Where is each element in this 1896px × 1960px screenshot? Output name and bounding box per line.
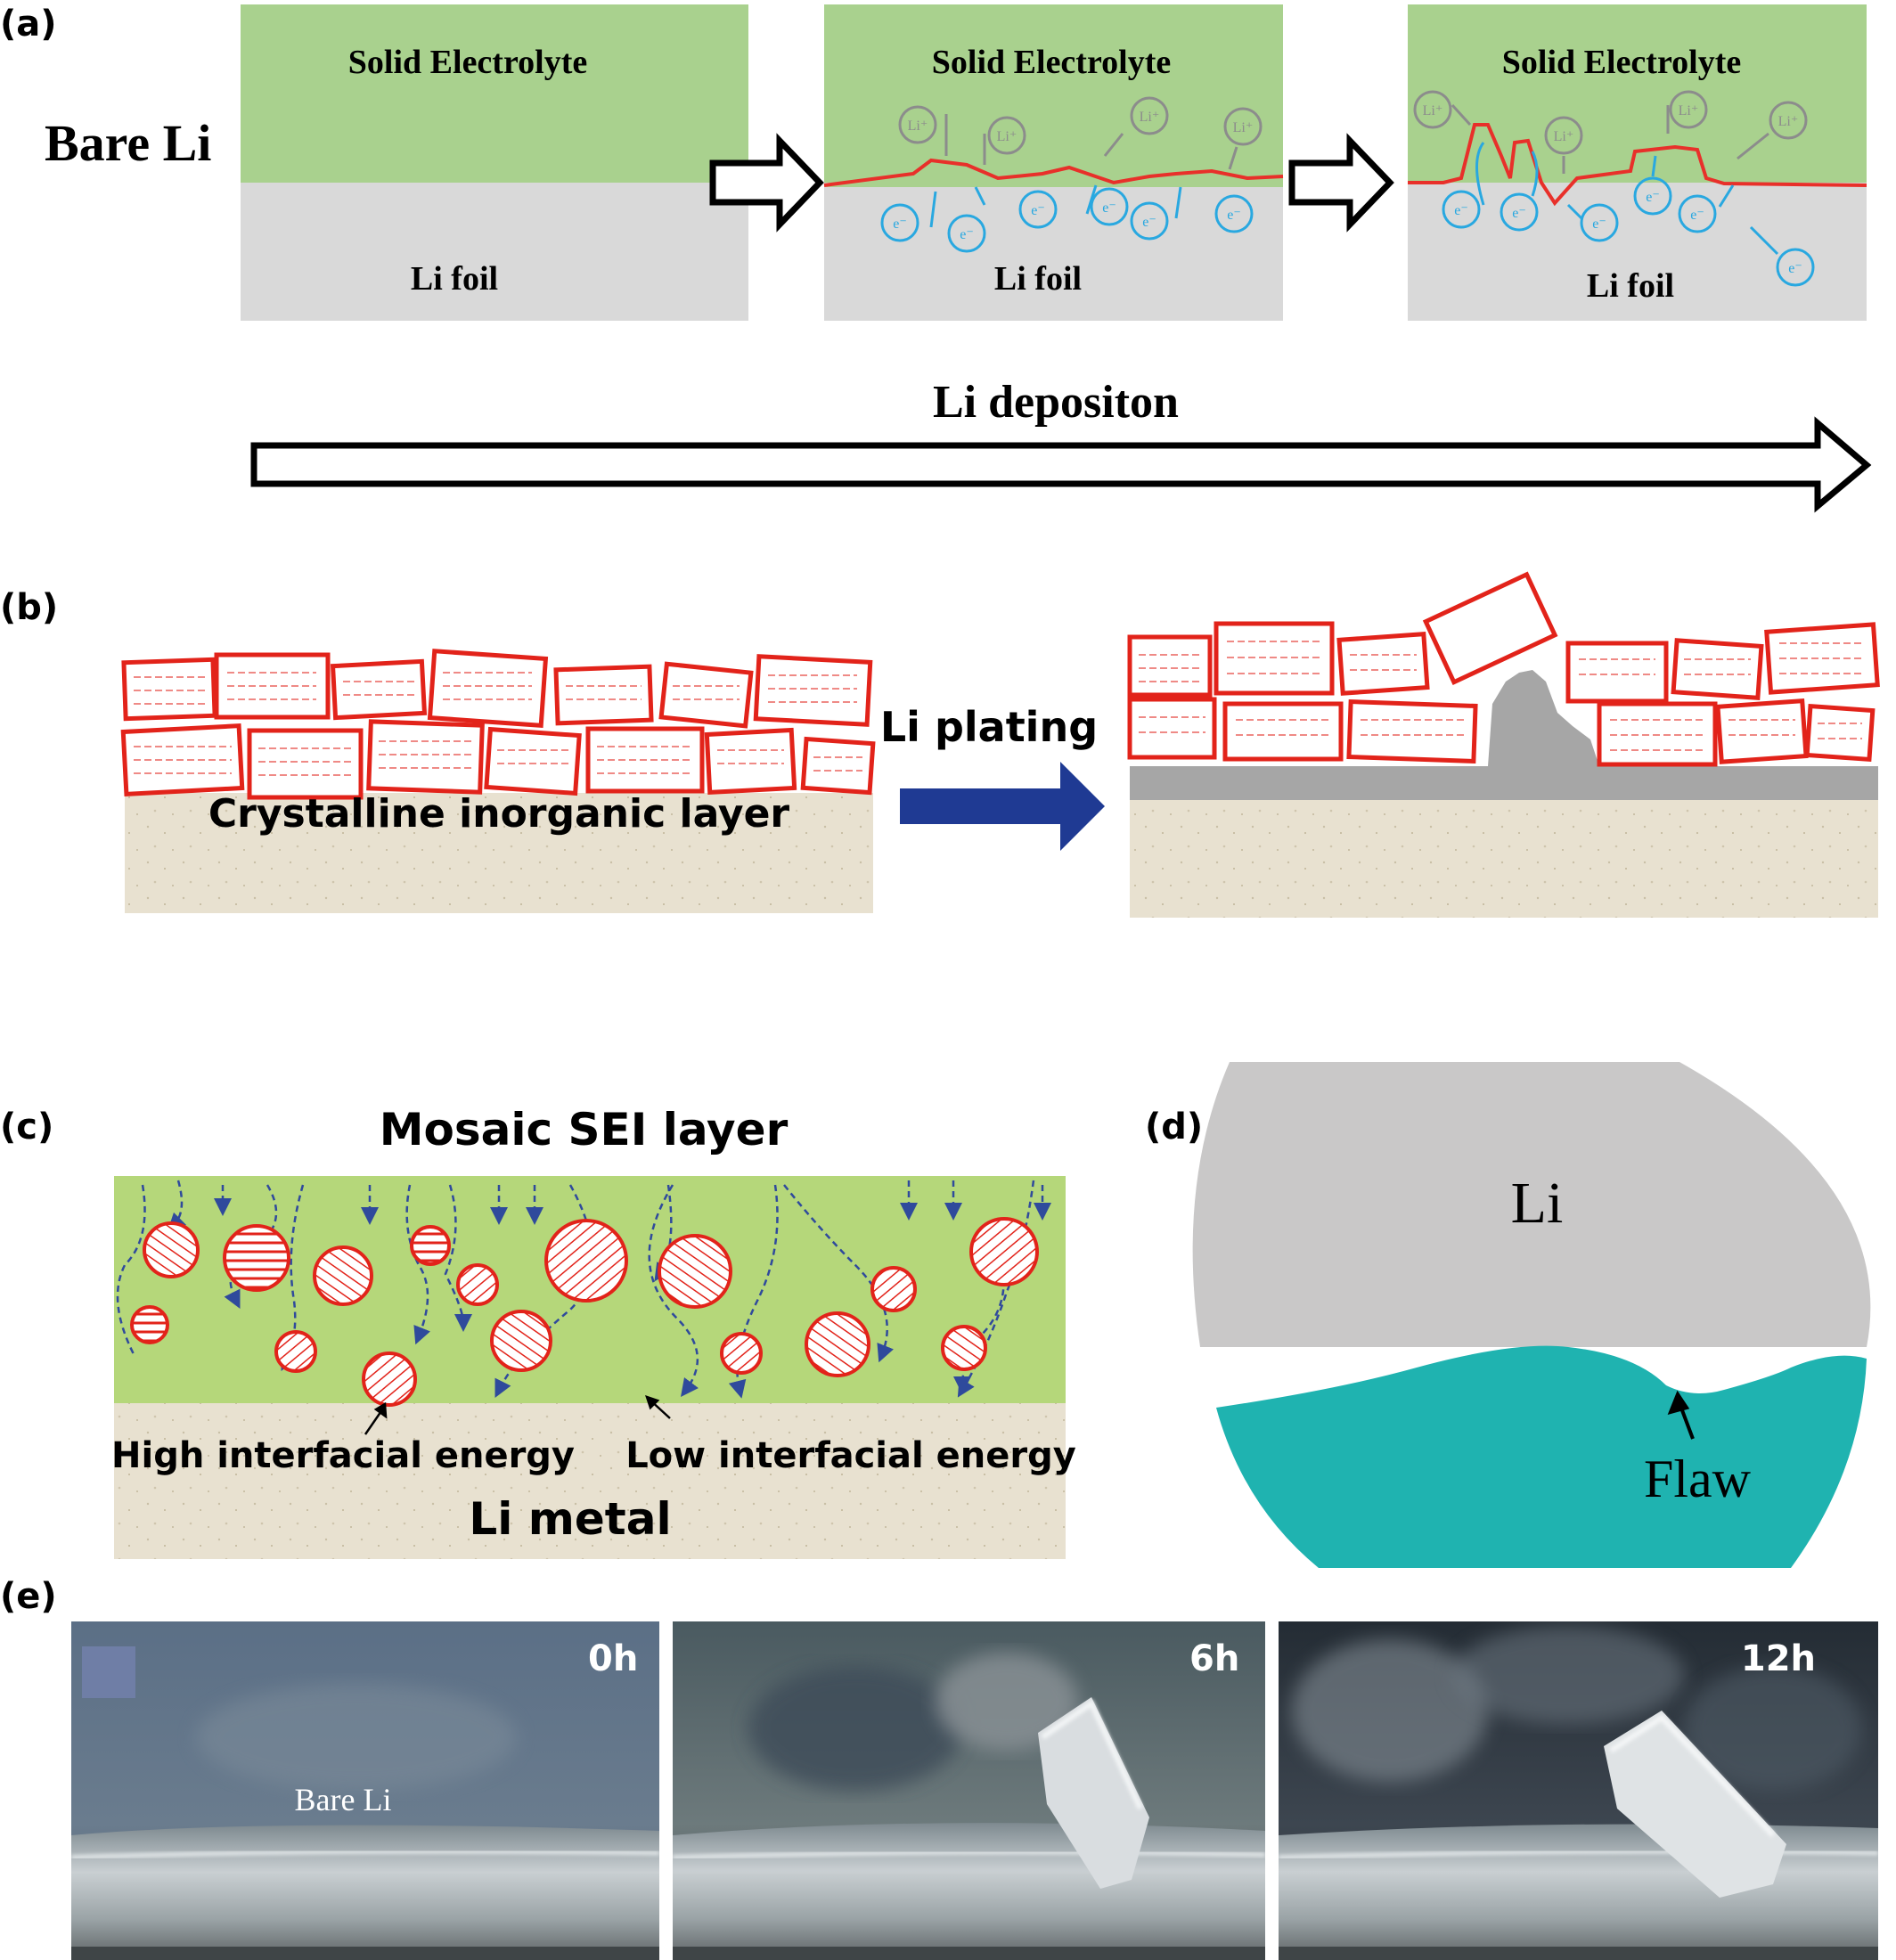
photo-0h: 0h Bare Li xyxy=(71,1621,659,1960)
sand-substrate-left xyxy=(125,793,873,913)
li-ion-label: Li⁺ xyxy=(908,118,928,134)
panel-c: (c) Mosaic SEI layer xyxy=(0,1104,1076,1559)
electron-label: e⁻ xyxy=(893,216,907,232)
li-label: Li xyxy=(1511,1171,1564,1236)
schematic-stage-3: Solid Electrolyte Li foil Li⁺ Li⁺ Li⁺ Li… xyxy=(1408,4,1867,321)
deposition-arrow xyxy=(250,416,1872,513)
electron-label: e⁻ xyxy=(1788,261,1802,276)
electron-label: e⁻ xyxy=(1031,203,1045,218)
panel-c-label: (c) xyxy=(0,1107,53,1147)
electron-label: e⁻ xyxy=(1454,203,1468,218)
panel-d: (d) Li Flaw xyxy=(1145,1062,1871,1568)
li-metal-label: Li metal xyxy=(469,1493,671,1545)
panel-e-label: (e) xyxy=(0,1576,57,1617)
electron-label: e⁻ xyxy=(1646,190,1660,205)
li-ion-label: Li⁺ xyxy=(997,129,1017,144)
li-ion-label: Li⁺ xyxy=(1554,129,1574,144)
flaw-pointer xyxy=(1667,1390,1695,1440)
foil-label-3: Li foil xyxy=(1587,267,1674,305)
crystalline-grains-right xyxy=(1127,571,1880,767)
mosaic-sei-title: Mosaic SEI layer xyxy=(380,1104,789,1156)
li-protrusion xyxy=(1488,670,1599,766)
bare-li-photo-caption: Bare Li xyxy=(295,1782,392,1817)
foil-label-2: Li foil xyxy=(994,260,1082,298)
li-plating-arrow xyxy=(900,762,1105,851)
li-ion-label: Li⁺ xyxy=(1778,114,1799,129)
stage-arrow-2 xyxy=(1288,133,1394,233)
electron-label: e⁻ xyxy=(1102,200,1116,216)
electron-label: e⁻ xyxy=(1592,216,1606,232)
photo-time-label: 12h xyxy=(1741,1638,1816,1679)
flaw-body xyxy=(1216,1345,1867,1568)
crystalline-grains-left xyxy=(120,649,876,800)
electrolyte-label-2: Solid Electrolyte xyxy=(932,44,1171,81)
plated-li-layer xyxy=(1130,766,1878,800)
li-ion-label: Li⁺ xyxy=(1679,103,1699,118)
li-body xyxy=(1192,1062,1871,1347)
bare-li-side-label: Bare Li xyxy=(45,114,211,172)
electrolyte-label-3: Solid Electrolyte xyxy=(1502,44,1741,81)
deposition-arrow-label: Li depositon xyxy=(933,377,1179,428)
high-energy-label: High interfacial energy xyxy=(111,1435,575,1476)
schematic-stage-1: Solid Electrolyte Li foil xyxy=(241,4,748,321)
photo-6h: 6h xyxy=(673,1621,1265,1960)
schematic-stage-2: Solid Electrolyte Li foil Li⁺ Li⁺ Li⁺ Li… xyxy=(823,4,1284,321)
panel-d-label: (d) xyxy=(1145,1107,1203,1147)
panel-a-label: (a) xyxy=(0,4,57,45)
low-energy-label: Low interfacial energy xyxy=(625,1435,1076,1476)
electron-label: e⁻ xyxy=(960,227,974,242)
panel-b-label: (b) xyxy=(0,587,58,628)
photo-time-label: 6h xyxy=(1189,1638,1239,1679)
photo-12h: 12h xyxy=(1279,1621,1878,1960)
li-metal-substrate xyxy=(114,1403,1066,1559)
interface-line-2 xyxy=(823,158,1284,187)
electron-label: e⁻ xyxy=(1512,206,1526,221)
electrolyte-label-1: Solid Electrolyte xyxy=(348,44,587,81)
electron-label: e⁻ xyxy=(1142,215,1156,230)
li-ion-label: Li⁺ xyxy=(1423,103,1443,118)
li-plating-label: Li plating xyxy=(880,703,1098,751)
panel-b: (b) xyxy=(0,571,1880,918)
grain-lattice-lines xyxy=(134,672,862,776)
flaw-label: Flaw xyxy=(1644,1450,1752,1508)
li-ion-label: Li⁺ xyxy=(1233,120,1254,135)
li-ion-icon xyxy=(1413,90,1808,174)
electron-label: e⁻ xyxy=(1227,208,1241,223)
li-ion-label: Li⁺ xyxy=(1140,110,1160,125)
sand-substrate-right xyxy=(1130,797,1878,918)
li-ion-icon xyxy=(898,96,1263,170)
panel-e: (e) 0h Bare Li xyxy=(0,1576,1878,1960)
interface-line-3 xyxy=(1408,123,1867,207)
grain-lattice-lines-right xyxy=(1139,641,1865,751)
foil-label-1: Li foil xyxy=(411,260,498,298)
annotation-arrows xyxy=(364,1395,671,1435)
electron-icon xyxy=(1442,142,1815,287)
electron-icon xyxy=(880,184,1254,253)
stage-arrow-1 xyxy=(709,133,824,233)
photo-time-label: 0h xyxy=(588,1638,638,1679)
panel-a: (a) Bare Li Solid Electrolyte Li foil So… xyxy=(0,4,1872,513)
sei-particles xyxy=(130,1217,1039,1407)
electron-label: e⁻ xyxy=(1690,208,1704,223)
crystalline-layer-label: Crystalline inorganic layer xyxy=(208,791,790,837)
